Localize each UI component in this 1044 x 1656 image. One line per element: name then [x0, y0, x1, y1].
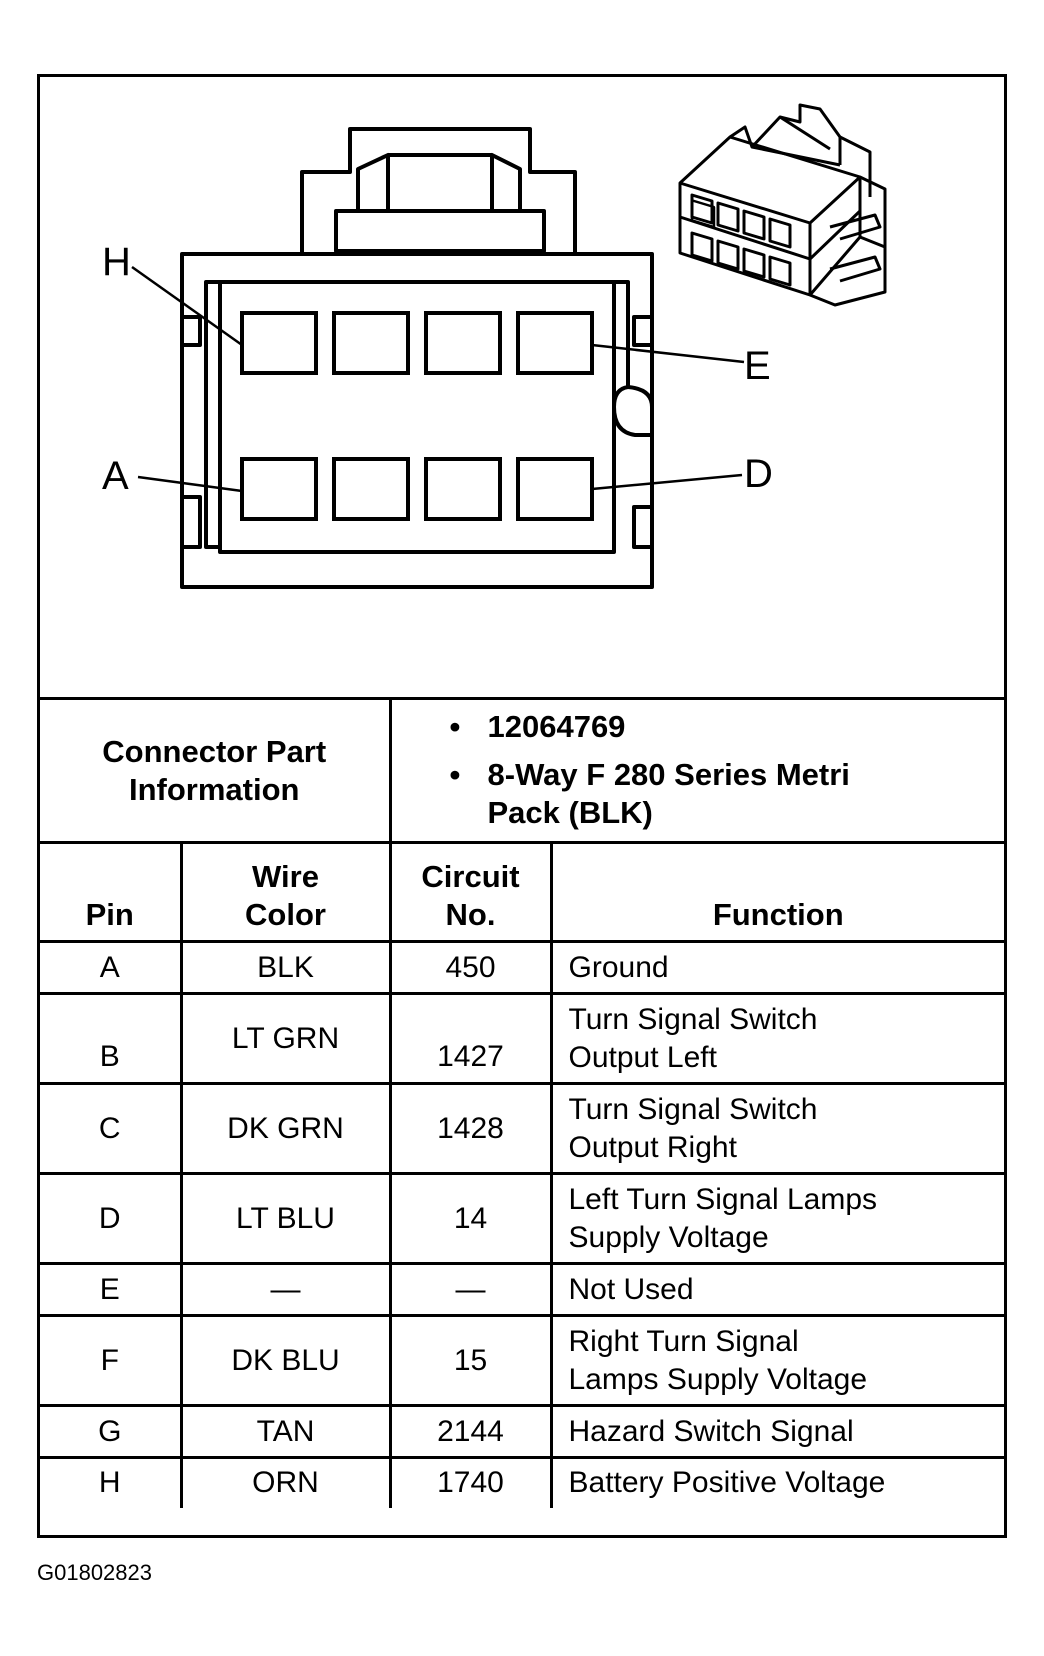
figure-code: G01802823 — [37, 1560, 152, 1585]
pin-label-e: E — [744, 344, 771, 388]
pin-label-a: A — [102, 454, 129, 498]
table-row: A BLK 450 Ground — [40, 940, 1004, 994]
connector-part-info: Connector Part Information 12064769 8-Wa… — [40, 697, 1004, 841]
part-number: 12064769 — [450, 708, 1005, 746]
connector-isometric-view — [678, 103, 887, 307]
connector-info-details: 12064769 8-Way F 280 Series Metri Pack (… — [390, 697, 1005, 841]
pin-cavities — [240, 311, 594, 521]
connector-info-heading: Connector Part Information — [40, 697, 392, 841]
pin-label-h: H — [102, 240, 131, 284]
table-row: G TAN 2144 Hazard Switch Signal — [40, 1404, 1004, 1458]
table-row: H ORN 1740 Battery Positive Voltage — [40, 1456, 1004, 1508]
header-function: Function — [551, 841, 1004, 942]
connector-face-drawing: H E A D — [102, 103, 887, 589]
table-row: E — — Not Used — [40, 1262, 1004, 1316]
connector-figure-frame: H E A D — [37, 74, 1007, 1538]
connector-diagram: H E A D — [40, 77, 1004, 697]
connector-description: 8-Way F 280 Series Metri Pack (BLK) — [450, 756, 1005, 832]
pin-label-d: D — [744, 452, 773, 496]
header-pin: Pin — [40, 841, 183, 942]
